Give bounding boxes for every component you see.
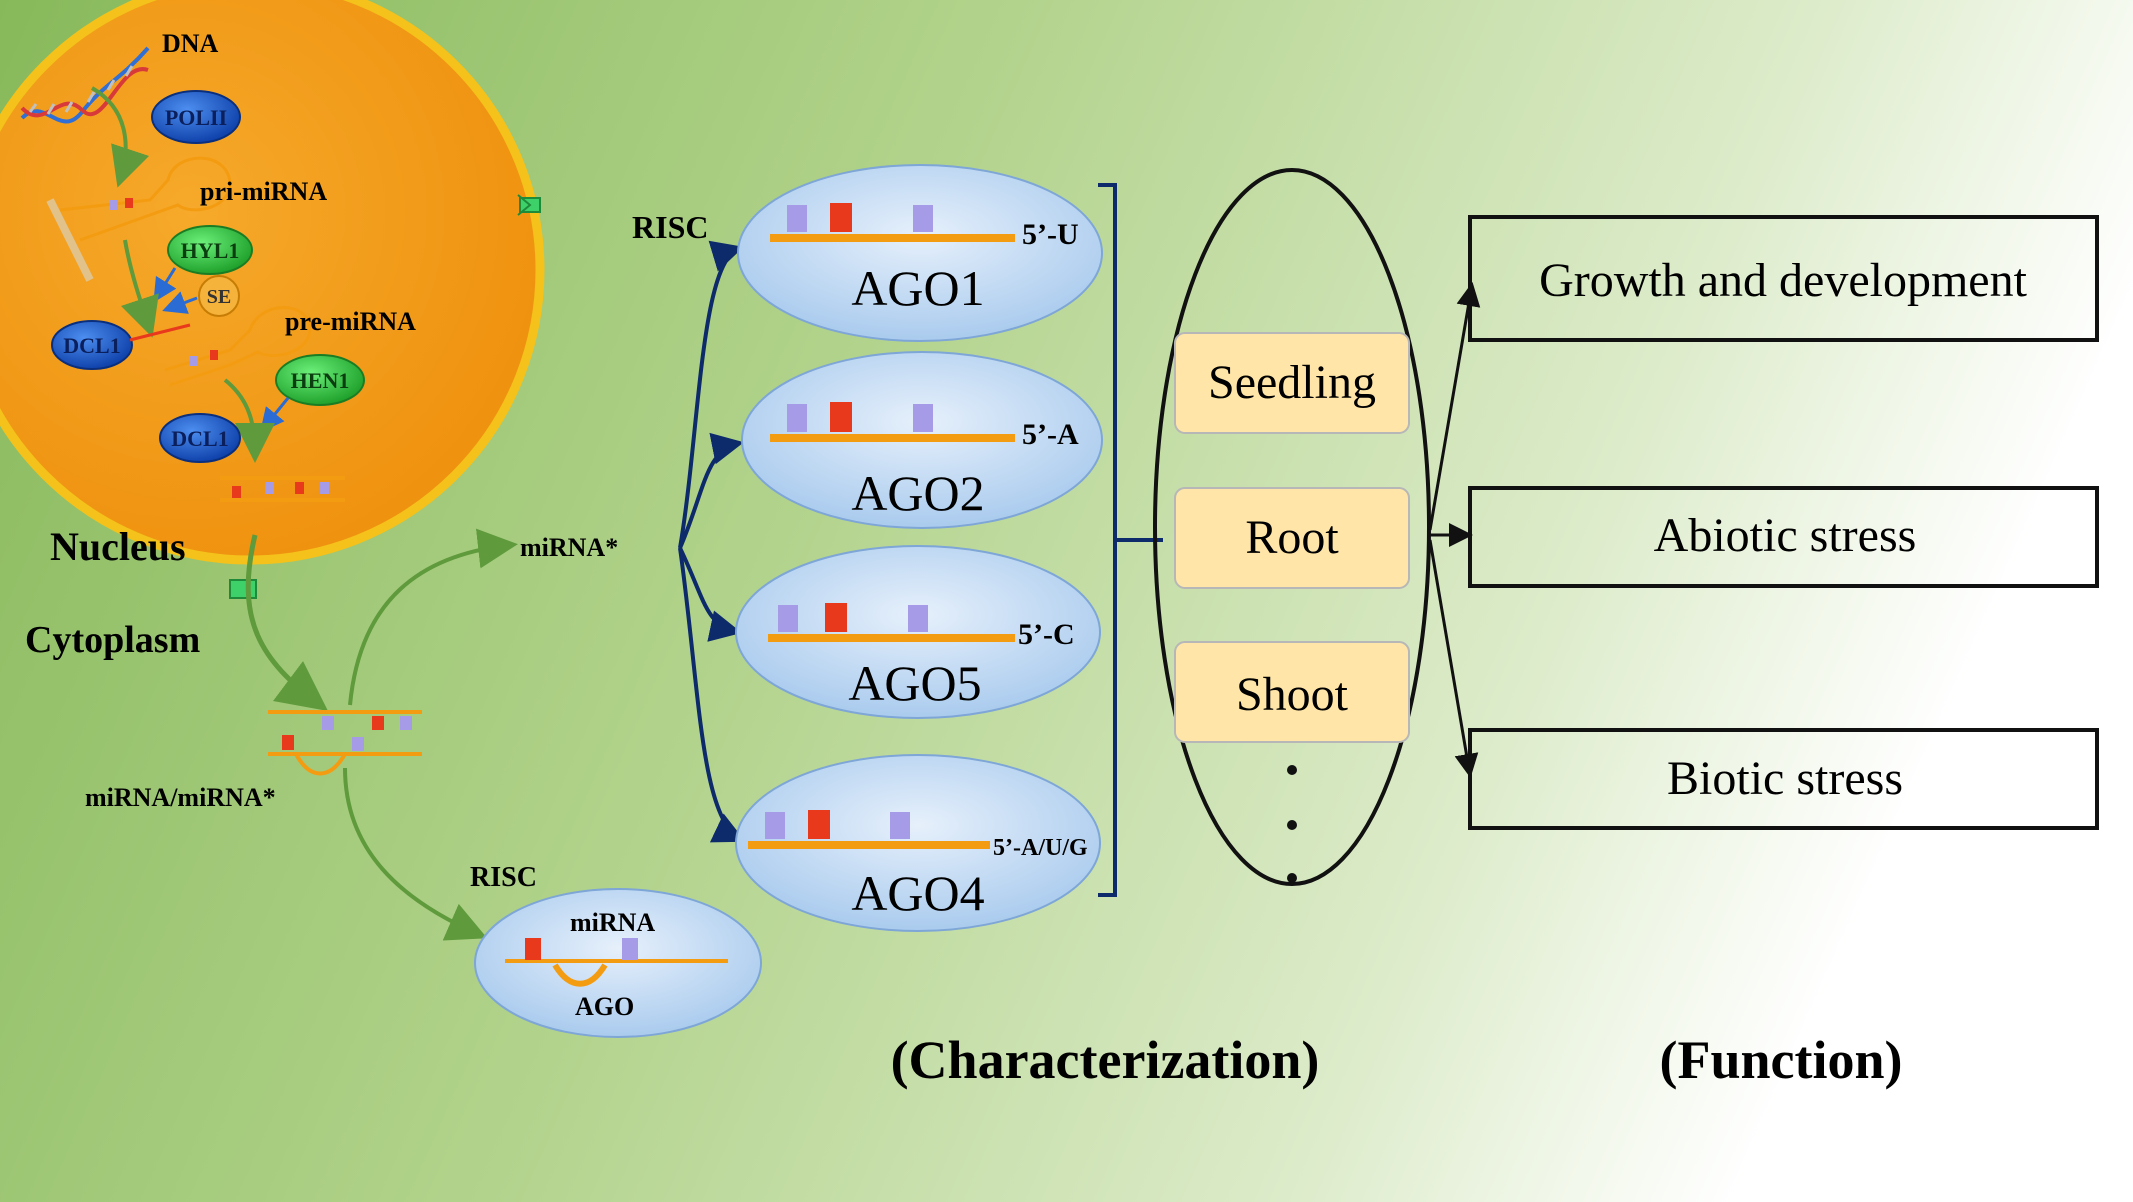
dcl1-label-b: DCL1 [171, 426, 228, 451]
hyl1-label: HYL1 [181, 238, 240, 263]
ago-5end-label: 5’-C [1018, 618, 1075, 651]
ago-mirna-mark [913, 205, 933, 232]
hen1-label: HEN1 [291, 368, 350, 393]
ellipsis-dots [1287, 765, 1297, 883]
risc-bottom-label: RISC [470, 862, 537, 893]
function-label: Biotic stress [1667, 752, 1903, 805]
function-box-3: Biotic stress [1468, 728, 2099, 830]
se-binding-arrow [162, 291, 198, 314]
ago-name: AGO1 [851, 260, 984, 316]
export-arrow [245, 534, 328, 712]
ago-name: AGO5 [848, 655, 981, 711]
hen1-protein-icon [275, 354, 365, 406]
mirna-star-label: miRNA* [520, 533, 618, 562]
dcl1-protein-icon [159, 413, 241, 463]
mirna-label: miRNA [570, 908, 655, 937]
dcl1-label-a: DCL1 [63, 333, 120, 358]
ago-5end-label: 5’-U [1022, 218, 1079, 251]
guide-strand-arrow [343, 767, 488, 941]
pri-mirna-label: pri-miRNA [200, 177, 327, 206]
characterization-heading: (Characterization) [891, 1030, 1320, 1090]
ago-5end-label: 5’-A [1022, 418, 1079, 451]
tissue-box-2: Root [1174, 487, 1410, 589]
tissue-box-1: Seedling [1174, 332, 1410, 434]
ago-mirna-mark [778, 605, 798, 632]
processing-arrow [120, 239, 159, 338]
nuclear-pore-icon [517, 194, 541, 216]
ago-complex-1: 5’-U AGO1 [737, 164, 1103, 342]
tissue-label: Root [1245, 511, 1339, 564]
ago-mirna-mark [825, 603, 847, 632]
dna-label: DNA [162, 29, 219, 58]
ago-mirna-mark [830, 402, 852, 432]
methylation-arrow [223, 378, 275, 463]
ago-list: 5’-U AGO1 5’-A AGO2 5’-C AGO5 [735, 164, 1103, 932]
pri-mirna-hairpin-icon [46, 156, 232, 282]
function-label: Abiotic stress [1654, 509, 1917, 562]
ago-5end-label: 5’-A/U/G [993, 835, 1088, 861]
se-label: SE [207, 286, 231, 308]
ago-name: AGO2 [851, 465, 984, 521]
ago-complex-4: 5’-A/U/G AGO4 [735, 754, 1101, 932]
dcl1-protein-icon [51, 320, 133, 370]
passenger-strand-arrow [348, 528, 518, 706]
ago-mirna-mark [908, 605, 928, 632]
tissue-label: Shoot [1236, 668, 1349, 721]
cleavage-mark [129, 323, 191, 342]
polii-label: POLII [165, 105, 227, 130]
se-protein-icon [198, 275, 240, 317]
cytoplasmic-duplex-icon [268, 710, 422, 776]
ago-complex-3: 5’-C AGO5 [735, 545, 1101, 719]
dna-helix-icon [20, 46, 150, 124]
ago-mirna-mark [787, 205, 807, 232]
function-label: Growth and development [1539, 254, 2028, 307]
function-box-1: Growth and development [1468, 215, 2099, 342]
nuclear-pore-icon [229, 579, 257, 599]
tissue-label: Seedling [1208, 356, 1376, 409]
risc-branch-arrows [678, 240, 746, 843]
tissue-box-3: Shoot [1174, 641, 1410, 743]
function-heading: (Function) [1660, 1030, 1903, 1090]
ago-label: AGO [575, 992, 634, 1021]
ago-complex-2: 5’-A AGO2 [741, 351, 1103, 529]
risc-top-label: RISC [632, 209, 708, 245]
nuclear-duplex-icon [220, 476, 345, 502]
duplex-label: miRNA/miRNA* [85, 783, 276, 812]
risc-mirna-icon [505, 938, 728, 987]
ago-mirna-mark [913, 404, 933, 432]
ago-mirna-mark [808, 810, 830, 839]
ago-mirna-mark [765, 812, 785, 839]
nucleus-label: Nucleus [50, 524, 186, 569]
ago-mirna-mark [830, 203, 852, 232]
function-arrows [1428, 282, 1481, 778]
transcription-arrow [90, 86, 150, 188]
polii-protein-icon [151, 90, 241, 144]
pre-mirna-label: pre-miRNA [285, 307, 416, 336]
ago-ellipse [737, 164, 1103, 342]
ago-mirna-mark [890, 812, 910, 839]
function-box-2: Abiotic stress [1468, 486, 2099, 588]
pre-mirna-hairpin-icon [164, 306, 312, 387]
hyl1-protein-icon [167, 225, 253, 275]
cytoplasm-label: Cytoplasm [25, 619, 200, 661]
ago-mirna-mark [787, 404, 807, 432]
ago-name: AGO4 [851, 865, 984, 921]
